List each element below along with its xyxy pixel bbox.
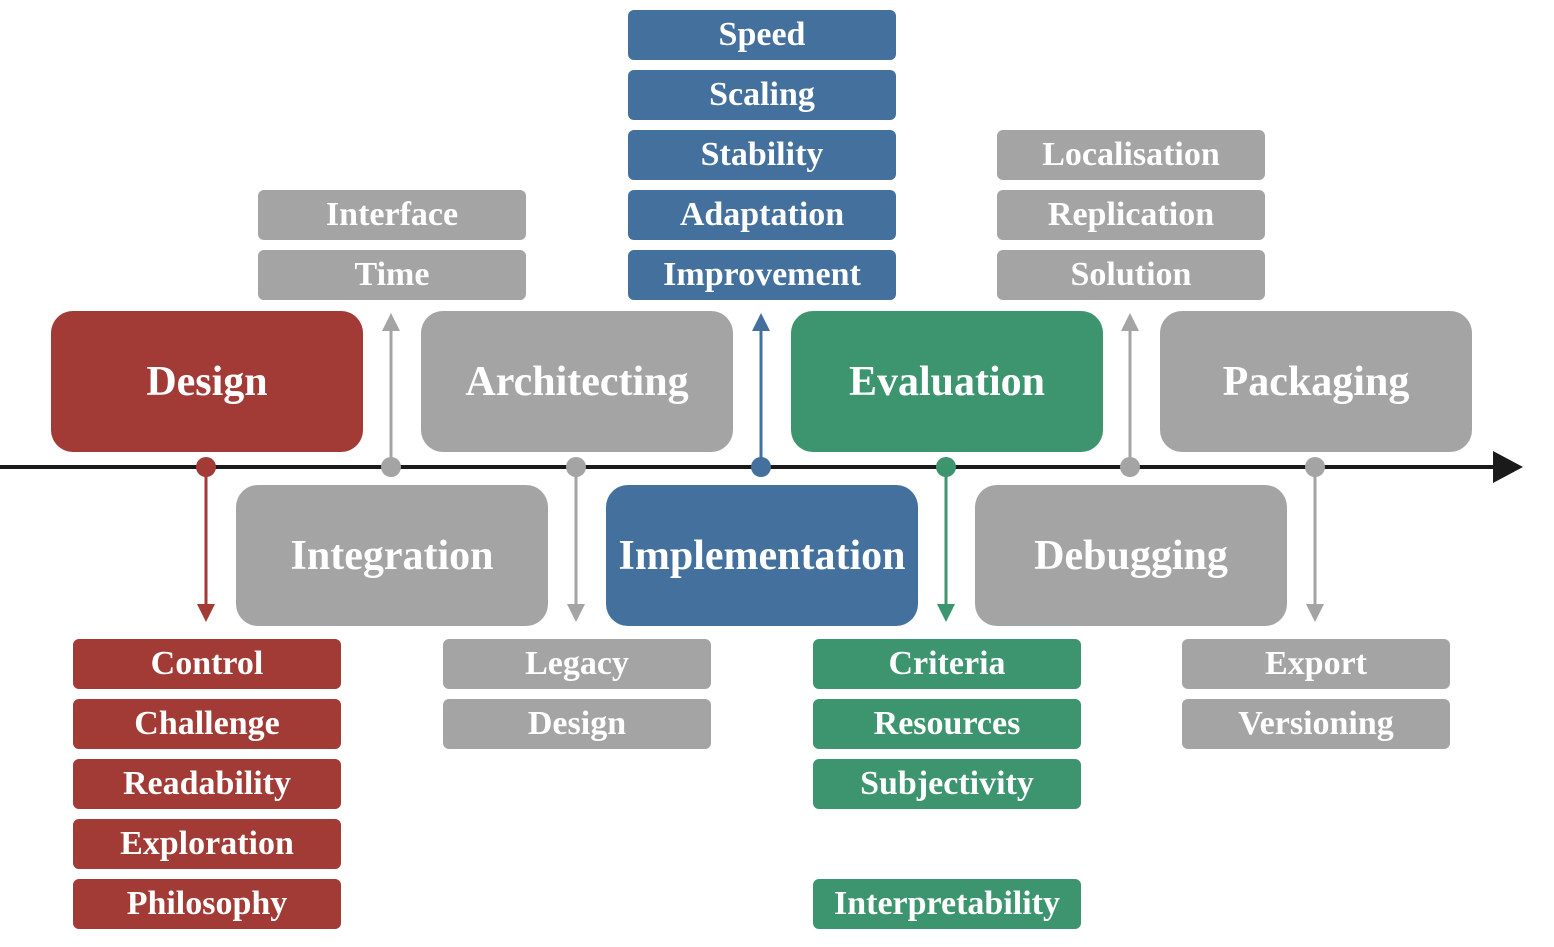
tag-debugging-localisation: Localisation (997, 130, 1265, 180)
stage-evaluation: Evaluation (791, 311, 1103, 452)
tag-design-exploration: Exploration (73, 819, 341, 869)
stage-packaging: Packaging (1160, 311, 1472, 452)
timeline-node-architecting (566, 457, 586, 477)
timeline-arrowhead (1493, 451, 1523, 483)
stage-design: Design (51, 311, 363, 452)
tag-implementation-adaptation: Adaptation (628, 190, 896, 240)
stage-implementation: Implementation (606, 485, 918, 626)
timeline-node-implementation (751, 457, 771, 477)
tag-design-philosophy: Philosophy (73, 879, 341, 929)
connector-arrowhead-implementation (752, 313, 770, 331)
connector-arrowhead-debugging (1121, 313, 1139, 331)
tag-evaluation-analytics: Analytics (879, 825, 1015, 862)
tag-evaluation-criteria: Criteria (813, 639, 1081, 689)
tag-design-challenge: Challenge (73, 699, 341, 749)
stage-debugging: Debugging (975, 485, 1287, 626)
connector-arrowhead-design (197, 604, 215, 622)
tag-integration-time: Time (258, 250, 526, 300)
tag-design-control: Control (73, 639, 341, 689)
tag-implementation-scaling: Scaling (628, 70, 896, 120)
tag-evaluation-interpretability: Interpretability (813, 879, 1081, 929)
tag-evaluation-subjectivity: Subjectivity (813, 759, 1081, 809)
timeline-node-integration (381, 457, 401, 477)
timeline-node-packaging (1305, 457, 1325, 477)
tag-design-readability: Readability (73, 759, 341, 809)
tag-evaluation-resources: Resources (813, 699, 1081, 749)
timeline-node-design (196, 457, 216, 477)
stage-architecting: Architecting (421, 311, 733, 452)
tag-debugging-solution: Solution (997, 250, 1265, 300)
tag-debugging-replication: Replication (997, 190, 1265, 240)
connector-arrowhead-integration (382, 313, 400, 331)
tag-architecting-design: Design (443, 699, 711, 749)
timeline-node-debugging (1120, 457, 1140, 477)
tag-packaging-export: Export (1182, 639, 1450, 689)
tag-architecting-legacy: Legacy (443, 639, 711, 689)
connector-arrowhead-architecting (567, 604, 585, 622)
tag-implementation-improvement: Improvement (628, 250, 896, 300)
tag-packaging-versioning: Versioning (1182, 699, 1450, 749)
timeline-node-evaluation (936, 457, 956, 477)
tag-implementation-speed: Speed (628, 10, 896, 60)
stage-integration: Integration (236, 485, 548, 626)
tag-integration-interface: Interface (258, 190, 526, 240)
connector-arrowhead-packaging (1306, 604, 1324, 622)
connector-arrowhead-evaluation (937, 604, 955, 622)
tag-implementation-stability: Stability (628, 130, 896, 180)
